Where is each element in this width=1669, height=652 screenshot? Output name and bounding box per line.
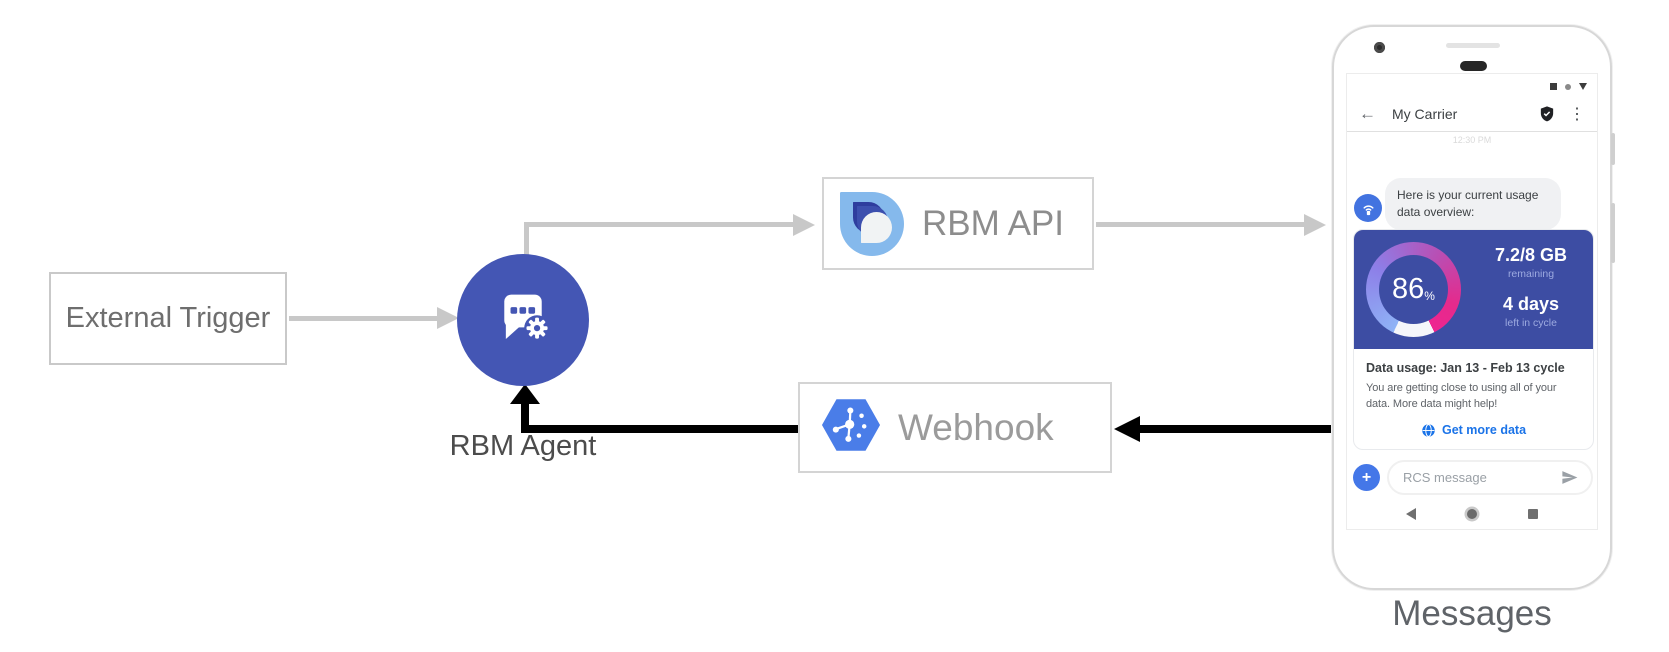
get-more-data-button[interactable]: Get more data [1366, 423, 1581, 438]
status-triangle-icon [1579, 83, 1587, 90]
arrowhead-api-to-phone [1304, 214, 1326, 236]
message-composer [1387, 460, 1593, 495]
verified-shield-icon [1538, 105, 1556, 123]
phone-volume-button [1611, 203, 1615, 263]
attach-plus-button[interactable]: + [1353, 464, 1380, 491]
rbm-api-label: RBM API [922, 203, 1064, 243]
android-nav-bar [1347, 508, 1597, 520]
data-remaining-value: 7.2/8 GB [1494, 245, 1568, 265]
usage-card-text: You are getting close to using all of yo… [1366, 382, 1557, 410]
arrow-agent-to-api-vertical [524, 224, 529, 256]
status-square-icon [1550, 83, 1557, 90]
arrow-api-to-phone [1096, 222, 1306, 227]
gauge-percent: 86 % [1392, 273, 1435, 305]
nav-home-icon[interactable] [1467, 509, 1477, 519]
conversation-title: My Carrier [1392, 105, 1458, 122]
gauge-hole [1379, 255, 1448, 324]
message-timestamp: 12:30 PM [1452, 135, 1492, 145]
rbm-agent-node [457, 254, 589, 386]
nav-recents-icon[interactable] [1528, 509, 1538, 519]
webhook-hexagon-icon [818, 392, 884, 463]
external-trigger-label: External Trigger [65, 302, 271, 334]
back-icon[interactable]: ← [1359, 103, 1376, 123]
overflow-menu-icon[interactable]: ⋮ [1569, 105, 1585, 123]
arrowhead-agent-to-api [793, 214, 815, 236]
arrow-webhook-to-agent-horizontal [521, 425, 798, 433]
phone-screen: ← My Carrier ⋮ 12:30 PM [1346, 73, 1598, 530]
usage-rich-card: 86 % 7.2/8 GB remaining 4 days left in c… [1353, 229, 1594, 450]
arrow-webhook-to-agent-vertical [521, 400, 529, 430]
status-dot-icon [1565, 83, 1571, 90]
usage-card-title: Data usage: Jan 13 - Feb 13 cycle [1366, 361, 1565, 375]
plus-icon: + [1361, 468, 1372, 486]
arrow-agent-to-api-horizontal [524, 222, 794, 227]
chat-bubble: Here is your current usage data overview… [1385, 178, 1561, 230]
rbm-api-node: RBM API [822, 177, 1094, 270]
camera-dot-icon [1374, 42, 1385, 53]
hotspot-icon [1362, 204, 1374, 215]
days-left-value: 4 days [1502, 294, 1560, 314]
webhook-node: Webhook [798, 382, 1112, 473]
usage-card-header: 86 % 7.2/8 GB remaining 4 days left in c… [1354, 230, 1593, 349]
rbm-agent-label: RBM Agent [449, 430, 597, 462]
agent-avatar [1354, 194, 1382, 222]
send-icon[interactable] [1560, 468, 1579, 487]
rbm-api-logo-icon [840, 191, 904, 256]
days-left-label: left in cycle [1505, 317, 1557, 329]
speaker-pill [1460, 61, 1487, 71]
rcs-message-input[interactable] [1401, 469, 1560, 486]
webhook-label: Webhook [898, 406, 1054, 448]
arrowhead-webhook-to-agent [510, 384, 540, 404]
data-remaining-label: remaining [1507, 268, 1555, 280]
usage-gauge: 86 % [1366, 242, 1461, 337]
arrow-trigger-to-agent [289, 316, 439, 321]
phone-power-button [1611, 133, 1615, 165]
arrowhead-phone-to-webhook [1114, 416, 1140, 442]
chat-gear-icon [484, 279, 562, 362]
earpiece-speaker [1446, 43, 1500, 48]
usage-card-body: Data usage: Jan 13 - Feb 13 cycle You ar… [1354, 349, 1593, 449]
external-trigger-node: External Trigger [49, 272, 287, 365]
arrow-phone-to-webhook [1140, 425, 1332, 433]
nav-back-icon[interactable] [1406, 508, 1416, 520]
phone-mockup: ← My Carrier ⋮ 12:30 PM [1332, 25, 1615, 590]
messages-app-label: Messages [1392, 594, 1552, 633]
get-more-data-label: Get more data [1441, 423, 1527, 438]
status-bar [1550, 83, 1587, 90]
arrowhead-trigger-to-agent [437, 307, 459, 329]
usage-stats: 7.2/8 GB remaining 4 days left in cycle [1469, 230, 1593, 329]
globe-icon [1421, 423, 1436, 438]
conversation-header: ← My Carrier ⋮ [1347, 96, 1597, 132]
